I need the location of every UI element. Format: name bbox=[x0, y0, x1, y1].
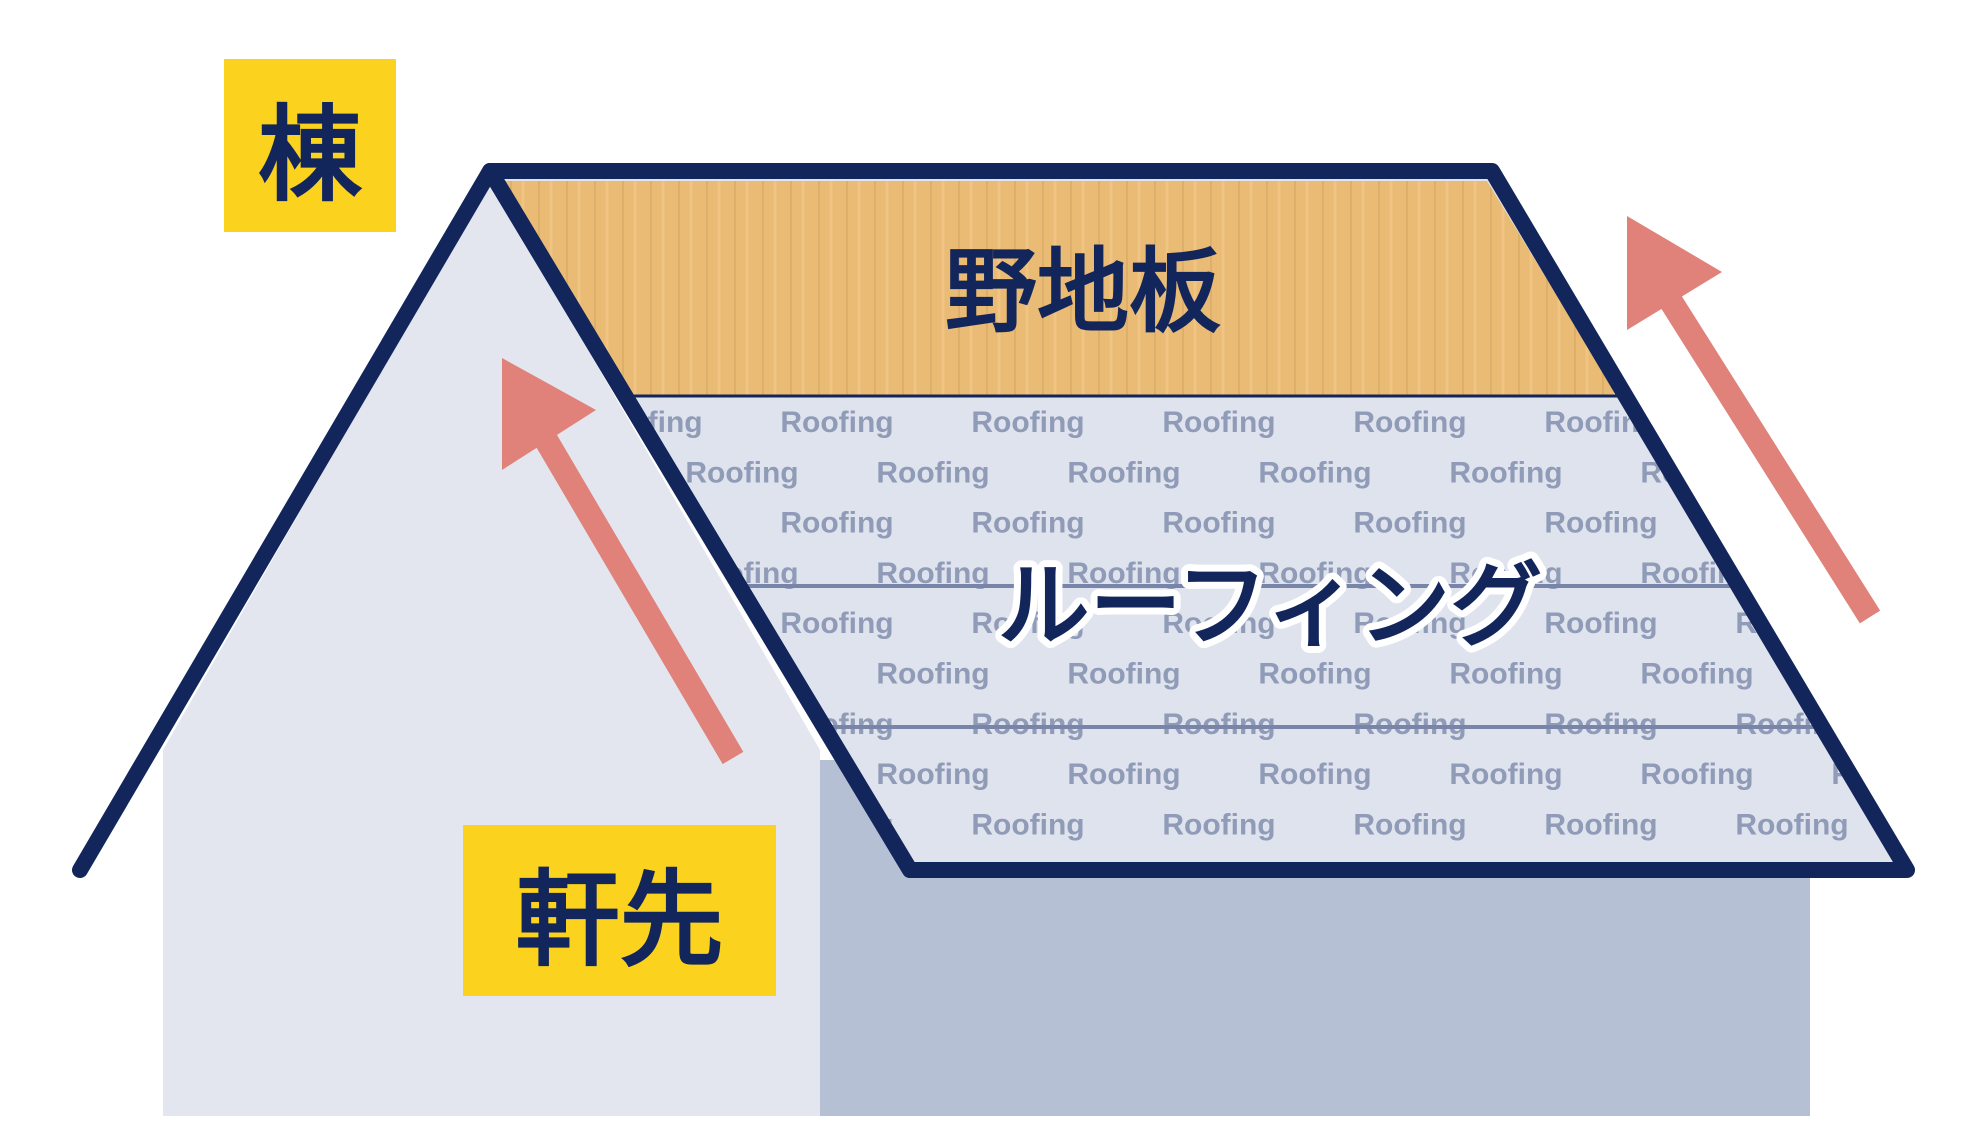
watermark-text: Roofing bbox=[1067, 658, 1180, 691]
watermark-text: Roofing bbox=[1162, 708, 1275, 741]
watermark-text: Roofing bbox=[1831, 658, 1944, 691]
watermark-text: Roofing bbox=[1640, 658, 1753, 691]
watermark-text: Roofing bbox=[780, 607, 893, 640]
watermark-text: Roofing bbox=[876, 658, 989, 691]
watermark-text: Roofing bbox=[1926, 507, 1984, 540]
watermark-text: Roofing bbox=[1258, 758, 1371, 791]
watermark-text: Roofing bbox=[971, 607, 1084, 640]
watermark-text: Roofing bbox=[1640, 758, 1753, 791]
watermark-text: Roofing bbox=[971, 708, 1084, 741]
roofing-label: ルーフィング bbox=[998, 552, 1543, 659]
watermark-text: Roofing bbox=[1258, 456, 1371, 489]
watermark-text: Roofing bbox=[1067, 758, 1180, 791]
watermark-text: Roofing bbox=[971, 406, 1084, 439]
watermark-text: Roofing bbox=[1258, 658, 1371, 691]
watermark-text: Roofing bbox=[1353, 507, 1466, 540]
ridge-label-box: 棟 bbox=[224, 59, 396, 232]
watermark-text: Roofing bbox=[971, 507, 1084, 540]
watermark-text: Roofing bbox=[1926, 406, 1984, 439]
watermark-text: Roofing bbox=[1449, 658, 1562, 691]
watermark-text: Roofing bbox=[780, 406, 893, 439]
eaves-label: 軒先 bbox=[515, 859, 724, 981]
watermark-text: Roofing bbox=[1353, 406, 1466, 439]
roof-outline bbox=[482, 163, 1915, 878]
watermark-text: Roofing bbox=[1926, 607, 1984, 640]
watermark-text: Roofing bbox=[1831, 456, 1944, 489]
watermark-text: Roofing bbox=[780, 507, 893, 540]
watermark-text: Roofing bbox=[1449, 758, 1562, 791]
watermark-text: Roofing bbox=[1449, 456, 1562, 489]
watermark-text: Roofing bbox=[1353, 607, 1466, 640]
watermark-text: Roofing bbox=[1544, 607, 1657, 640]
watermark-text: Roofing bbox=[685, 456, 798, 489]
watermark-text: Roofing bbox=[1353, 808, 1466, 841]
sheathing-board bbox=[503, 181, 1618, 396]
watermark-text: Roofing bbox=[876, 456, 989, 489]
watermark-text: Roofing bbox=[1162, 406, 1275, 439]
watermark-text: Roofing bbox=[876, 758, 989, 791]
watermark-text: Roofing bbox=[1926, 808, 1984, 841]
ridge-label: 棟 bbox=[257, 94, 362, 216]
watermark-text: Roofing bbox=[1544, 808, 1657, 841]
watermark-text: Roofing bbox=[1735, 808, 1848, 841]
eaves-label-box: 軒先 bbox=[463, 825, 776, 996]
watermark-text: Roofing bbox=[971, 808, 1084, 841]
watermark-text: Roofing bbox=[1162, 808, 1275, 841]
arrow-up-right-icon bbox=[502, 358, 744, 765]
watermark-text: Roofing bbox=[1544, 507, 1657, 540]
watermark-text: Roofing bbox=[1162, 507, 1275, 540]
watermark-text: Roofing bbox=[1353, 708, 1466, 741]
watermark-text: Roofing bbox=[1544, 708, 1657, 741]
watermark-text: Roofing bbox=[1926, 708, 1984, 741]
watermark-text: Roofing bbox=[1067, 456, 1180, 489]
arrow-up-right-icon bbox=[1627, 216, 1881, 624]
watermark-text: Roofing bbox=[1162, 607, 1275, 640]
sheathing-label: 野地板 bbox=[945, 238, 1221, 345]
